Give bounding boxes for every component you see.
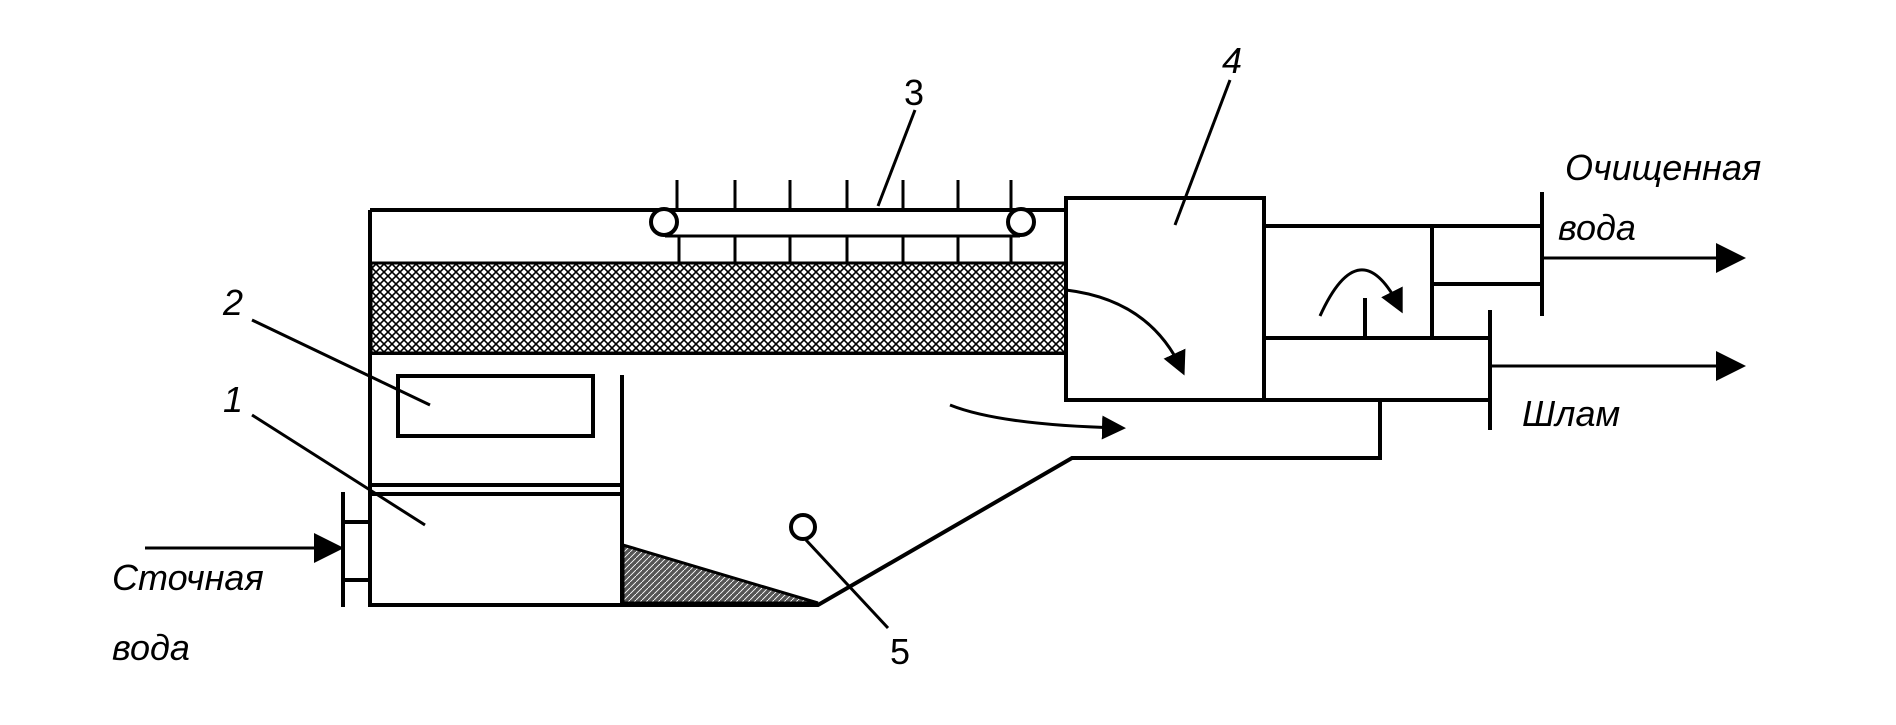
scraper-blades-top bbox=[675, 180, 1013, 210]
froth-chamber bbox=[1064, 196, 1266, 402]
callout-leaders bbox=[251, 79, 1232, 630]
clean-water-label-line2: вода bbox=[1558, 207, 1636, 248]
callout-2: 2 bbox=[222, 282, 243, 323]
overflow-loop-arrow bbox=[1318, 268, 1403, 317]
callout-5: 5 bbox=[890, 631, 910, 672]
inflow-label-line2: вода bbox=[112, 627, 190, 668]
clean-water-label-line1: Очищенная bbox=[1565, 147, 1761, 188]
scraper-blades-bottom bbox=[677, 236, 1013, 263]
froth-to-chamber-arrow bbox=[1065, 288, 1186, 376]
inflow-label-line1: Сточная bbox=[112, 557, 264, 598]
leader-2 bbox=[251, 318, 431, 407]
callout-4: 4 bbox=[1222, 40, 1242, 81]
leader-1 bbox=[251, 413, 426, 527]
inlet-pipe-stub bbox=[341, 520, 372, 582]
sediment-deposit bbox=[621, 542, 819, 605]
leader-4 bbox=[1173, 79, 1232, 226]
callout-3: 3 bbox=[904, 72, 924, 113]
bottom-valve bbox=[789, 513, 817, 541]
scraper-left-pulley bbox=[649, 207, 679, 237]
inlet-section bbox=[341, 374, 624, 607]
scraper-right-pulley bbox=[1006, 207, 1036, 237]
outlet-boxes bbox=[1262, 192, 1544, 430]
leader-5 bbox=[804, 538, 890, 630]
scraper-conveyor bbox=[649, 180, 1036, 265]
sludge-label: Шлам bbox=[1522, 393, 1620, 434]
leader-3 bbox=[876, 109, 917, 207]
froth-layer bbox=[369, 261, 1068, 355]
callout-1: 1 bbox=[223, 379, 243, 420]
air-distribution-box bbox=[396, 374, 595, 438]
clean-water-pipe-box bbox=[1430, 224, 1544, 286]
clarified-flow-arrow bbox=[949, 403, 1126, 440]
upper-outlet-box bbox=[1262, 224, 1434, 340]
flow-arrows bbox=[145, 243, 1746, 563]
sludge-pipe-box bbox=[1262, 336, 1492, 402]
